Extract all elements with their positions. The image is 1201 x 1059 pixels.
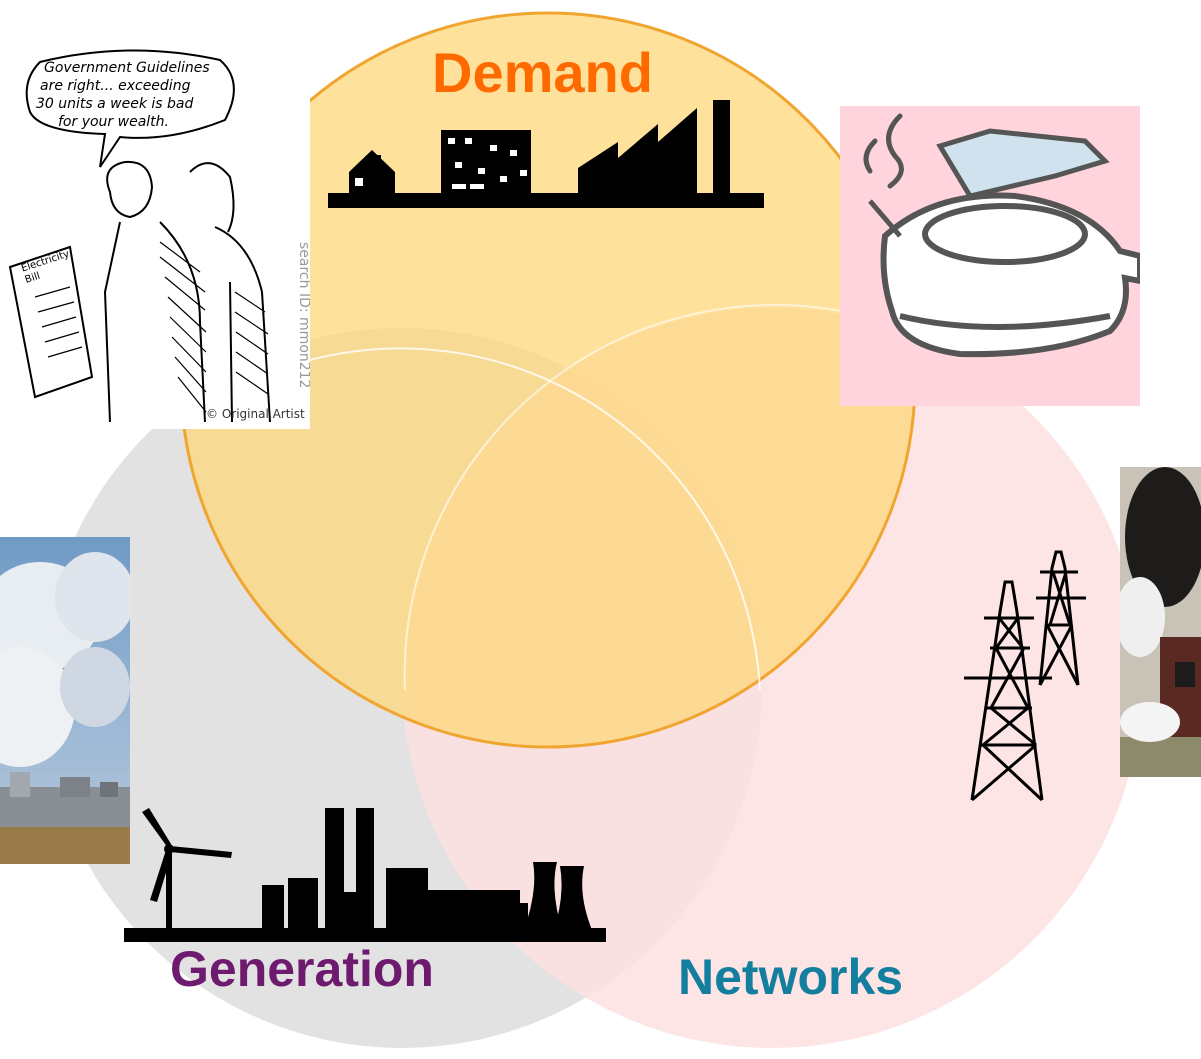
speech-line-3: 30 units a week is bad — [36, 96, 194, 112]
power-plant-photo — [0, 537, 130, 864]
steam-train-photo-drawing — [1120, 467, 1201, 777]
speech-line-2: are right... exceeding — [40, 78, 191, 94]
generation-label: Generation — [170, 941, 434, 997]
electricity-bill-cartoon: Government Guidelines are right... excee… — [0, 42, 310, 429]
demand-label: Demand — [432, 41, 653, 104]
steam-train-photo — [1120, 467, 1201, 777]
cartoon-copyright: © Original Artist — [206, 407, 305, 421]
cartoon-watermark: search ID: mmon212 — [296, 242, 310, 389]
house-flats-factory-icon — [328, 100, 764, 208]
flats-windows — [355, 138, 527, 189]
speech-line-4: for your wealth. — [58, 114, 169, 130]
networks-label: Networks — [678, 949, 904, 1005]
networks-outline-overlap — [403, 304, 861, 691]
power-plant-photo-drawing — [0, 537, 130, 864]
cartoon-drawing — [8, 49, 271, 423]
speech-line-1: Government Guidelines — [44, 60, 210, 76]
kettle-icon — [840, 106, 1140, 406]
electricity-pylon-icon — [964, 550, 1086, 802]
kettle-picture — [840, 106, 1140, 406]
wind-turbine-power-station-cooling-tower-icon — [124, 808, 606, 942]
